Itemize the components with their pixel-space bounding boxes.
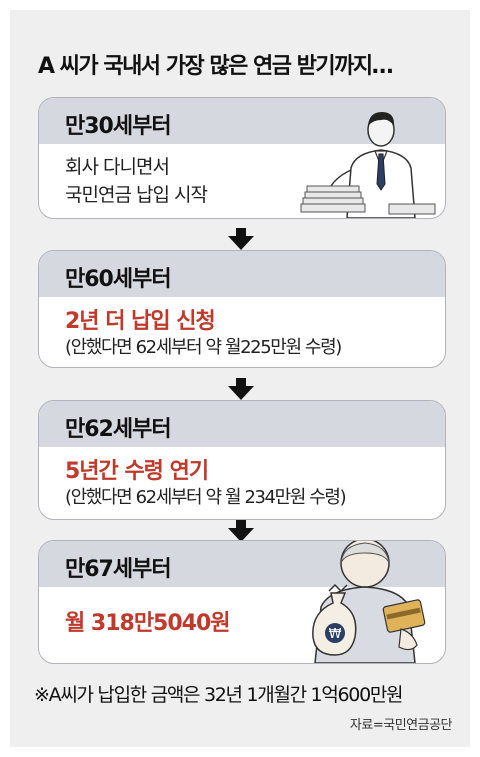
step-detail: (안했다면 62세부터 약 월 234만원 수령): [65, 487, 347, 508]
arrow-down-icon: [228, 378, 254, 400]
step-card-age-60: 만60세부터 2년 더 납입 신청 (안했다면 62세부터 약 월225만원 수…: [38, 250, 446, 368]
infographic-title: A 씨가 국내서 가장 많은 연금 받기까지…: [38, 54, 394, 79]
retiree-with-money-illustration: ₩: [312, 541, 426, 663]
office-worker-illustration: [300, 112, 436, 218]
arrow-down-icon: [228, 520, 254, 542]
won-symbol: ₩: [329, 627, 342, 642]
step-header: 만60세부터: [39, 251, 445, 297]
step-card-age-67: 만67세부터 월 318만5040원 ₩: [38, 540, 446, 664]
step-text-line-1: 회사 다니면서: [65, 156, 170, 178]
step-detail: (안했다면 62세부터 약 월225만원 수령): [65, 337, 342, 358]
step-card-age-62: 만62세부터 5년간 수령 연기 (안했다면 62세부터 약 월 234만원 수…: [38, 400, 446, 520]
step-highlight: 2년 더 납입 신청: [65, 309, 216, 334]
step-age-label: 만30세부터: [65, 114, 172, 139]
arrow-down-icon: [228, 228, 254, 250]
source-credit: 자료=국민연금공단: [349, 718, 453, 733]
step-age-label: 만67세부터: [65, 557, 172, 582]
footnote: ※A씨가 납입한 금액은 32년 1개월간 1억600만원: [34, 684, 404, 706]
step-card-age-30: 만30세부터 회사 다니면서 국민연금 납입 시작: [38, 97, 446, 219]
step-age-label: 만60세부터: [65, 267, 172, 292]
step-text-line-2: 국민연금 납입 시작: [65, 184, 208, 206]
step-header: 만62세부터: [39, 401, 445, 447]
step-highlight: 월 318만5040원: [65, 611, 231, 636]
step-age-label: 만62세부터: [65, 417, 172, 442]
step-highlight: 5년간 수령 연기: [65, 459, 209, 484]
